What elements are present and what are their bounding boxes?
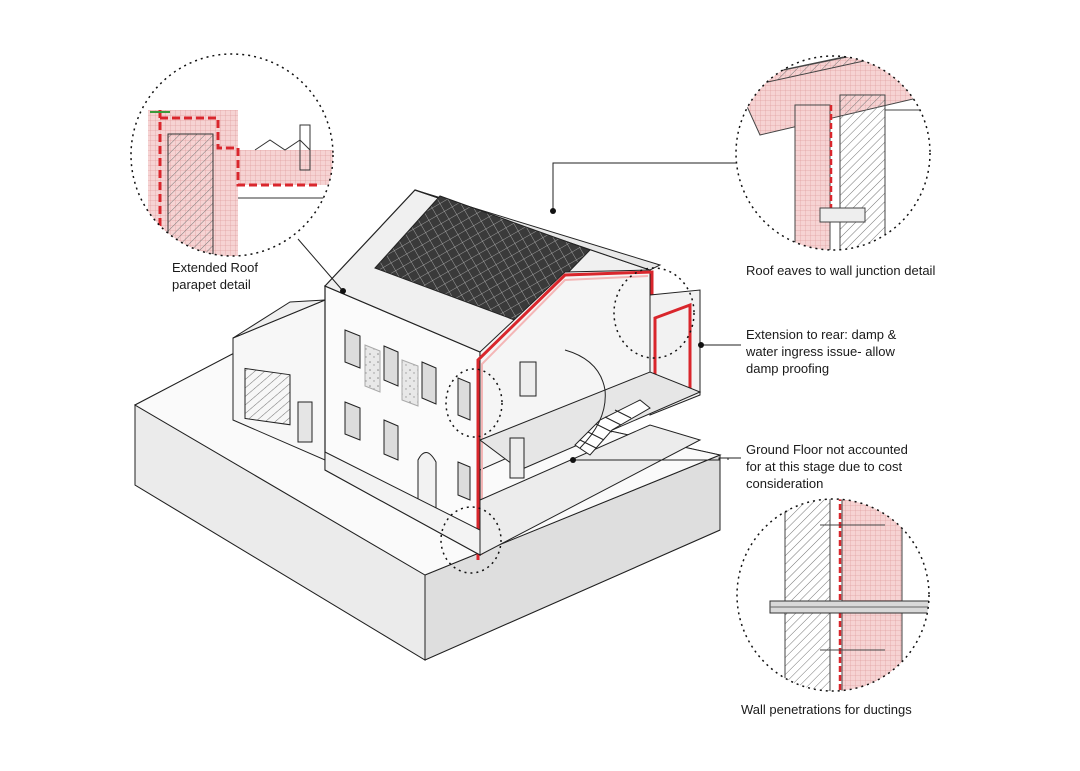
- label-line: parapet detail: [172, 277, 251, 292]
- detail-bubble-parapet: [130, 53, 334, 257]
- detail-bubble-ducting: [736, 498, 930, 692]
- label-line: damp proofing: [746, 361, 830, 376]
- label-line: Roof eaves to wall junction detail: [746, 263, 936, 278]
- label-line: Ground Floor not accounted: [746, 442, 908, 457]
- label-ground-floor: Ground Floor not accounted for at this s…: [746, 441, 908, 492]
- label-rear-extension: Extension to rear: damp & water ingress …: [746, 326, 896, 377]
- windows: [344, 329, 471, 501]
- staircase: [564, 349, 651, 456]
- leader-dot-rear: [698, 342, 704, 348]
- label-line: Wall penetrations for ductings: [741, 702, 912, 717]
- detail-markers: [440, 267, 695, 574]
- leader-dot-eaves: [550, 208, 556, 214]
- label-line: Extended Roof: [172, 260, 259, 275]
- label-eaves-detail: Roof eaves to wall junction detail: [746, 262, 935, 279]
- leader-dot-parapet: [340, 288, 346, 294]
- leader-lines: [297, 162, 741, 461]
- main-house: [323, 189, 702, 560]
- label-parapet-detail: Extended Roof parapet detail: [172, 259, 258, 293]
- leader-dot-ground: [570, 457, 576, 463]
- label-wall-penetrations: Wall penetrations for ductings: [741, 701, 912, 718]
- label-line: consideration: [746, 476, 824, 491]
- solar-panels: [374, 195, 591, 323]
- label-line: water ingress issue- allow: [746, 344, 895, 359]
- neighbour-building: [232, 299, 326, 461]
- label-line: for at this stage due to cost: [746, 459, 903, 474]
- detail-bubble-eaves: [735, 55, 931, 251]
- label-line: Extension to rear: damp &: [746, 327, 897, 342]
